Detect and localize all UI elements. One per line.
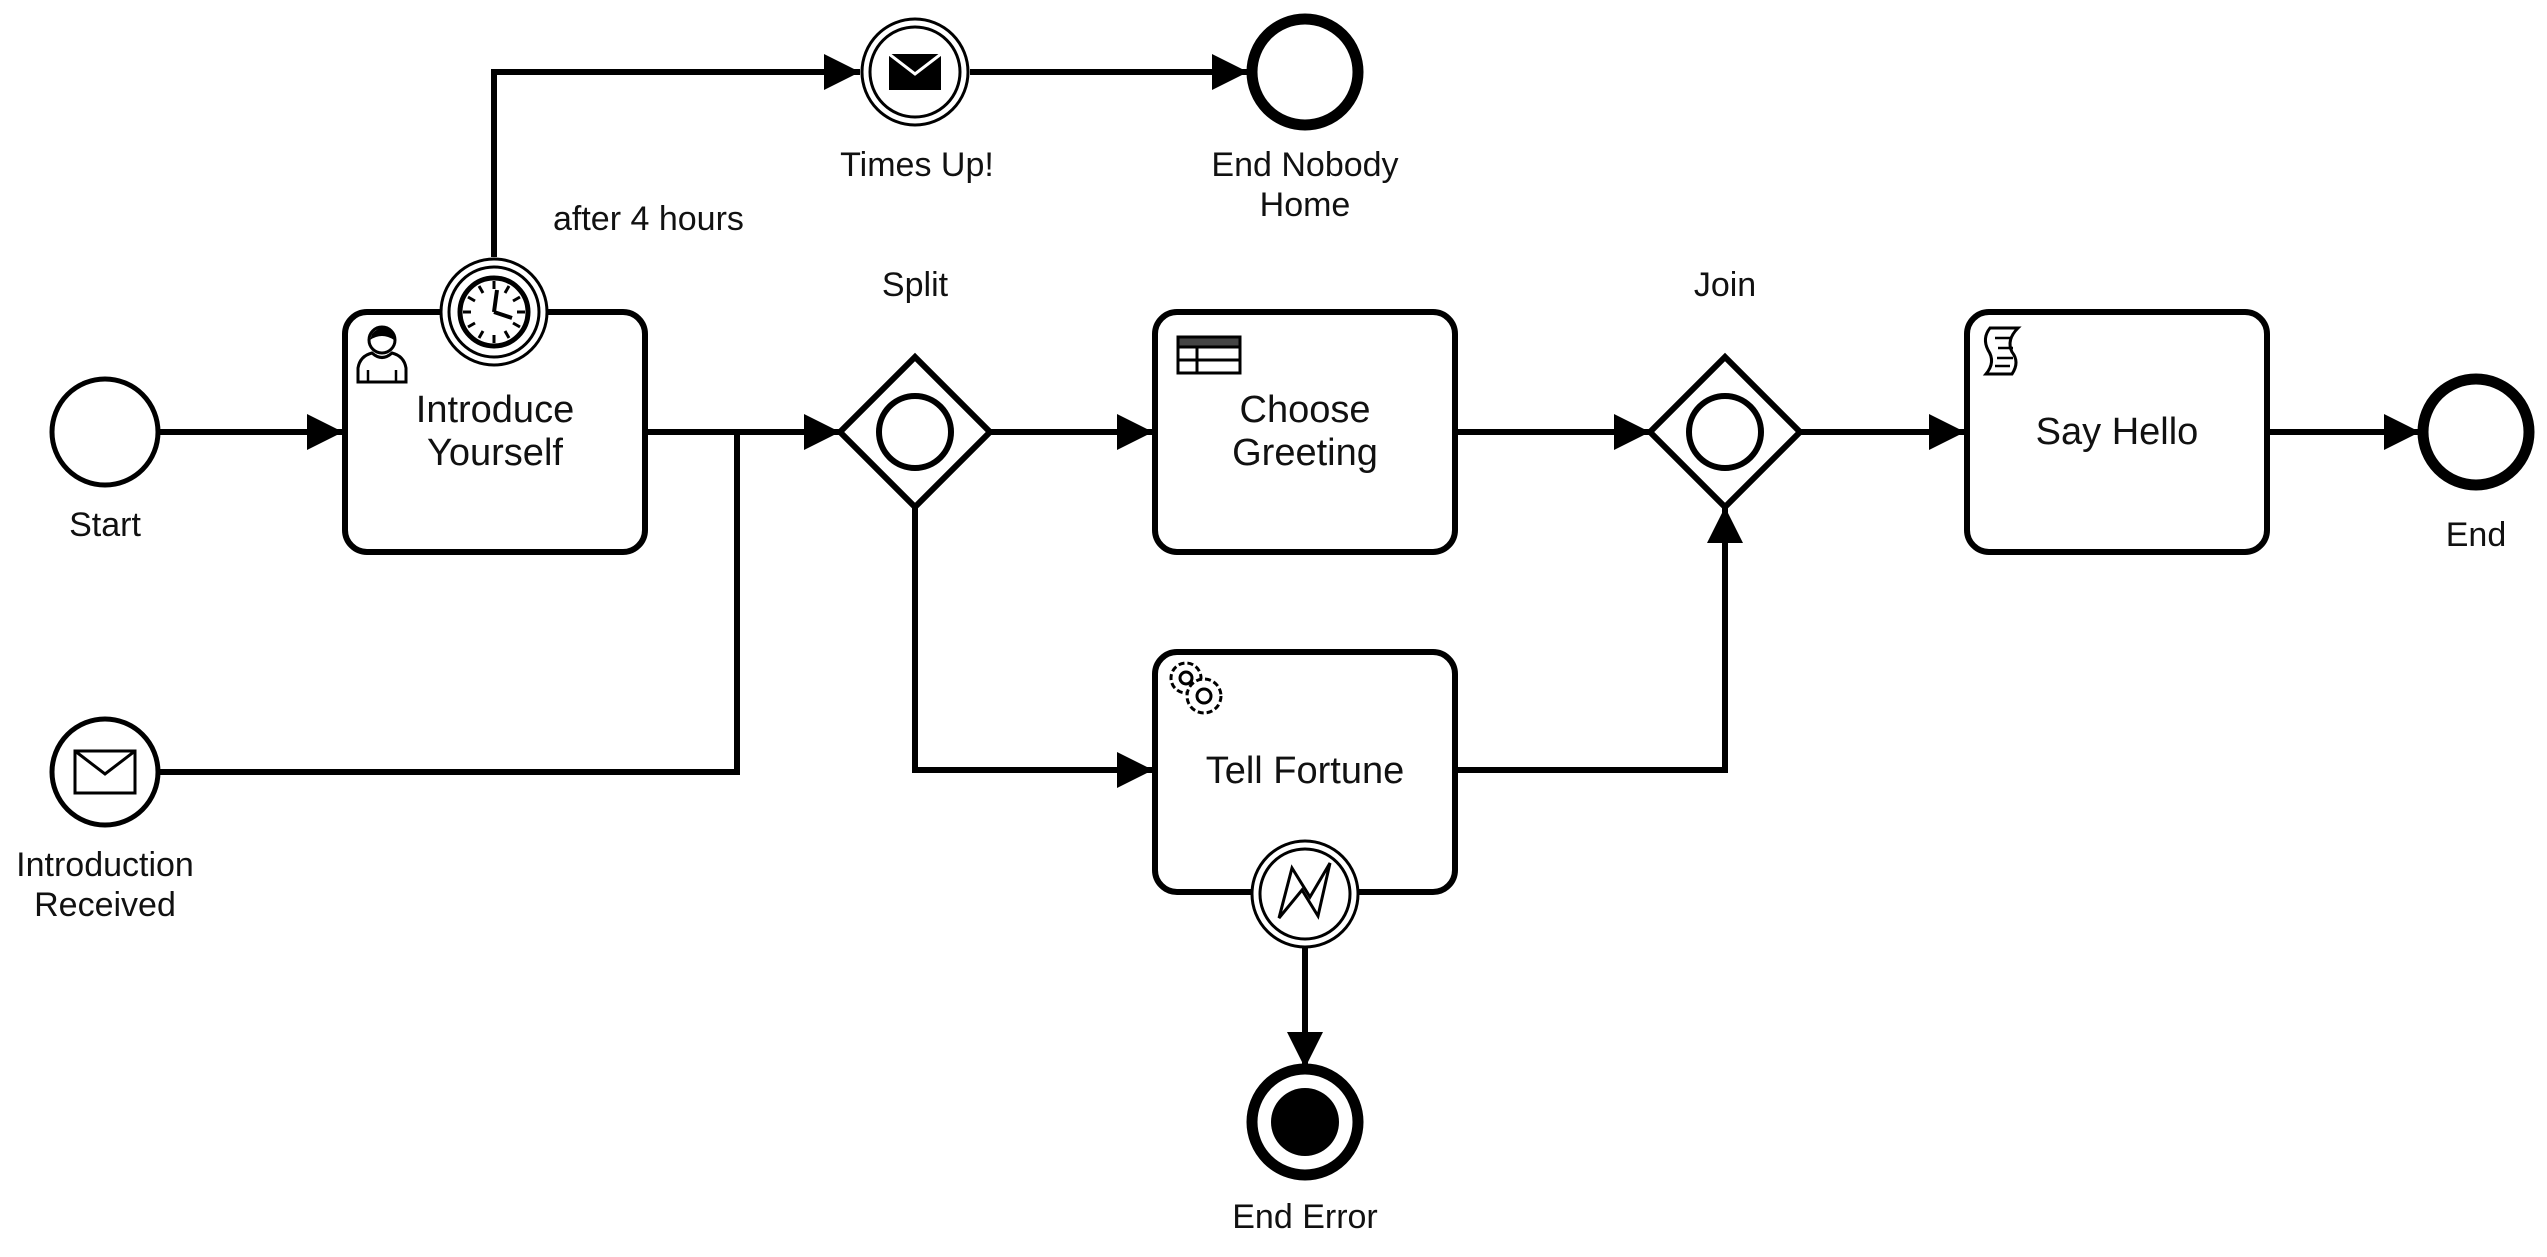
flow-tell-fortune-to-join[interactable] bbox=[1457, 507, 1743, 773]
user-icon bbox=[356, 325, 408, 384]
timer-boundary-event[interactable] bbox=[439, 257, 549, 367]
envelope-filled-icon bbox=[888, 52, 942, 90]
clock-icon bbox=[457, 275, 531, 349]
split-gateway[interactable] bbox=[835, 352, 995, 512]
table-icon bbox=[1176, 335, 1242, 375]
error-boundary-event[interactable] bbox=[1250, 839, 1360, 949]
introduction-received-label-line1: Introduction bbox=[16, 846, 194, 884]
flow-split-to-tell-fortune[interactable] bbox=[912, 507, 1153, 788]
tell-fortune-label: Tell Fortune bbox=[1206, 750, 1405, 792]
lightning-icon bbox=[1277, 862, 1332, 920]
times-up-label: Times Up! bbox=[840, 146, 994, 184]
envelope-icon bbox=[73, 749, 137, 795]
choose-greeting-task[interactable]: Choose Greeting bbox=[1152, 309, 1458, 555]
start-event[interactable] bbox=[49, 376, 161, 488]
end-event[interactable] bbox=[2417, 373, 2535, 491]
end-nobody-home-event[interactable] bbox=[1246, 13, 1364, 131]
split-label: Split bbox=[882, 266, 949, 304]
end-error-label: End Error bbox=[1232, 1198, 1378, 1236]
end-nobody-home-label-line2: Home bbox=[1260, 186, 1351, 224]
introduce-yourself-label-line1: Introduce bbox=[416, 389, 574, 431]
introduction-received-label-line2: Received bbox=[34, 886, 176, 924]
gears-icon bbox=[1169, 661, 1223, 715]
say-hello-task[interactable]: Say Hello bbox=[1964, 309, 2270, 555]
end-event-label: End bbox=[2446, 516, 2507, 554]
timer-label: after 4 hours bbox=[553, 200, 744, 238]
tell-fortune-task[interactable]: Tell Fortune bbox=[1152, 649, 1458, 895]
introduction-received-event[interactable] bbox=[49, 716, 161, 828]
flow-introduction-received-to-split[interactable] bbox=[160, 432, 740, 775]
say-hello-label: Say Hello bbox=[2036, 411, 2199, 453]
end-error-event[interactable] bbox=[1246, 1063, 1364, 1181]
choose-greeting-label-line1: Choose bbox=[1240, 389, 1371, 431]
join-gateway[interactable] bbox=[1645, 352, 1805, 512]
choose-greeting-label-line2: Greeting bbox=[1232, 432, 1378, 474]
end-nobody-home-label-line1: End Nobody bbox=[1211, 146, 1398, 184]
flow-timer-to-times-up[interactable] bbox=[491, 54, 860, 257]
times-up-event[interactable] bbox=[860, 17, 970, 127]
join-label: Join bbox=[1694, 266, 1756, 304]
introduce-yourself-label-line2: Yourself bbox=[427, 432, 563, 474]
start-event-label: Start bbox=[69, 506, 141, 544]
sequence-flows bbox=[160, 54, 2420, 1068]
script-icon bbox=[1982, 326, 2022, 376]
